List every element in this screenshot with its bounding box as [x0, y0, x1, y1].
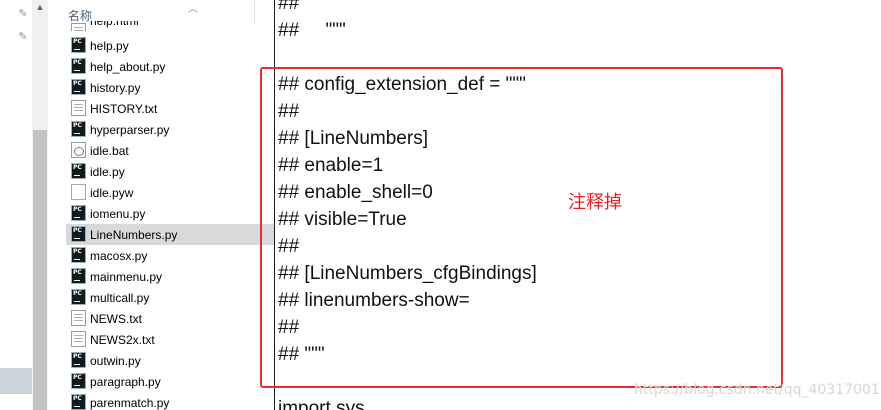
file-row[interactable]: help.py — [66, 35, 274, 56]
column-header-name[interactable]: 名称 ︿ — [48, 0, 274, 26]
python-file-icon — [71, 247, 86, 263]
file-name: iomenu.py — [90, 207, 146, 221]
file-row[interactable]: help_about.py — [66, 56, 274, 77]
file-name: LineNumbers.py — [90, 228, 178, 242]
text-file-icon — [71, 331, 86, 347]
quick-access-selected-item[interactable] — [0, 368, 32, 394]
file-row[interactable]: HISTORY.txt — [66, 98, 274, 119]
file-name: NEWS.txt — [90, 312, 143, 326]
file-row[interactable]: mainmenu.py — [66, 266, 274, 287]
watermark: https://blog.csdn.net/qq_40317001 — [634, 382, 880, 398]
file-row[interactable]: multicall.py — [66, 287, 274, 308]
annotation-label: 注释掉 — [568, 192, 622, 213]
code-line: ## — [278, 317, 300, 338]
text-file-icon — [71, 100, 86, 116]
python-file-icon — [71, 352, 86, 368]
file-name: help.html — [90, 21, 139, 28]
file-row[interactable]: hyperparser.py — [66, 119, 274, 140]
python-file-icon — [71, 79, 86, 95]
python-file-icon — [71, 58, 86, 74]
python-file-icon — [71, 121, 86, 137]
file-list-scrollbar[interactable]: ▲ — [32, 0, 48, 410]
sort-arrow-icon: ︿ — [188, 4, 198, 15]
file-row[interactable]: iomenu.py — [66, 203, 274, 224]
python-file-icon — [71, 373, 86, 389]
file-row[interactable]: history.py — [66, 77, 274, 98]
python-file-icon — [71, 226, 86, 242]
code-line: ## enable_shell=0 — [278, 182, 433, 203]
file-list: 名称 ︿ help.html help.py help_about.pyhistor… — [48, 0, 274, 410]
file-name: hyperparser.py — [90, 123, 170, 137]
code-line: ## enable=1 — [278, 155, 384, 176]
code-line: ## — [278, 101, 300, 122]
file-name: mainmenu.py — [90, 270, 163, 284]
file-name: help.py — [90, 39, 129, 53]
file-row[interactable]: LineNumbers.py — [66, 224, 274, 245]
file-row[interactable]: help.html — [66, 21, 274, 31]
file-name: parenmatch.py — [90, 396, 170, 410]
code-line: ## visible=True — [278, 209, 407, 230]
file-name: paragraph.py — [90, 375, 161, 389]
file-row[interactable]: idle.bat — [66, 140, 274, 161]
file-name: HISTORY.txt — [90, 102, 158, 116]
file-name: idle.pyw — [90, 186, 134, 200]
code-line: ## [LineNumbers] — [278, 128, 428, 149]
python-file-icon — [71, 289, 86, 305]
file-name: macosx.py — [90, 249, 148, 263]
file-row[interactable]: NEWS.txt — [66, 308, 274, 329]
file-row[interactable]: NEWS2x.txt — [66, 329, 274, 350]
code-line: ## — [278, 236, 300, 257]
quick-access-pane: ✎ ✎ — [0, 0, 32, 410]
file-name: multicall.py — [90, 291, 150, 305]
text-file-icon — [71, 23, 86, 31]
python-file-icon — [71, 205, 86, 221]
file-name: outwin.py — [90, 354, 141, 368]
python-file-icon — [71, 37, 86, 53]
pin-icon[interactable]: ✎ — [18, 8, 28, 20]
code-editor[interactable]: ## ## """ ## config_extension_def = """ ## #… — [275, 0, 881, 410]
code-line: ## linenumbers-show= — [278, 290, 470, 311]
file-row[interactable]: idle.py — [66, 161, 274, 182]
file-name: help_about.py — [90, 60, 166, 74]
text-file-icon — [71, 184, 86, 200]
code-line: ## [LineNumbers_cfgBindings] — [278, 263, 537, 284]
code-line: ## config_extension_def = """ — [278, 74, 526, 95]
file-name: NEWS2x.txt — [90, 333, 155, 347]
column-header-label: 名称 — [68, 9, 93, 23]
text-file-icon — [71, 310, 86, 326]
python-file-icon — [71, 268, 86, 284]
file-row[interactable]: macosx.py — [66, 245, 274, 266]
code-line: import sys — [278, 398, 365, 410]
file-row[interactable]: parenmatch.py — [66, 392, 274, 410]
file-name: idle.bat — [90, 144, 129, 158]
code-line: ## """ — [278, 20, 346, 41]
python-file-icon — [71, 394, 86, 410]
pin-icon[interactable]: ✎ — [18, 31, 28, 43]
code-line: ## """ — [278, 344, 325, 365]
file-row[interactable]: outwin.py — [66, 350, 274, 371]
python-file-icon — [71, 163, 86, 179]
highlight-box — [260, 67, 783, 388]
pane-divider — [274, 0, 275, 410]
batch-file-icon — [71, 142, 86, 158]
column-divider[interactable] — [254, 0, 255, 24]
scrollbar-thumb[interactable] — [33, 130, 47, 410]
chevron-up-icon[interactable]: ▲ — [35, 2, 45, 12]
file-row[interactable]: idle.pyw — [66, 182, 274, 203]
file-row[interactable]: paragraph.py — [66, 371, 274, 392]
code-line: ## — [278, 0, 300, 14]
file-name: history.py — [90, 81, 141, 95]
file-name: idle.py — [90, 165, 125, 179]
